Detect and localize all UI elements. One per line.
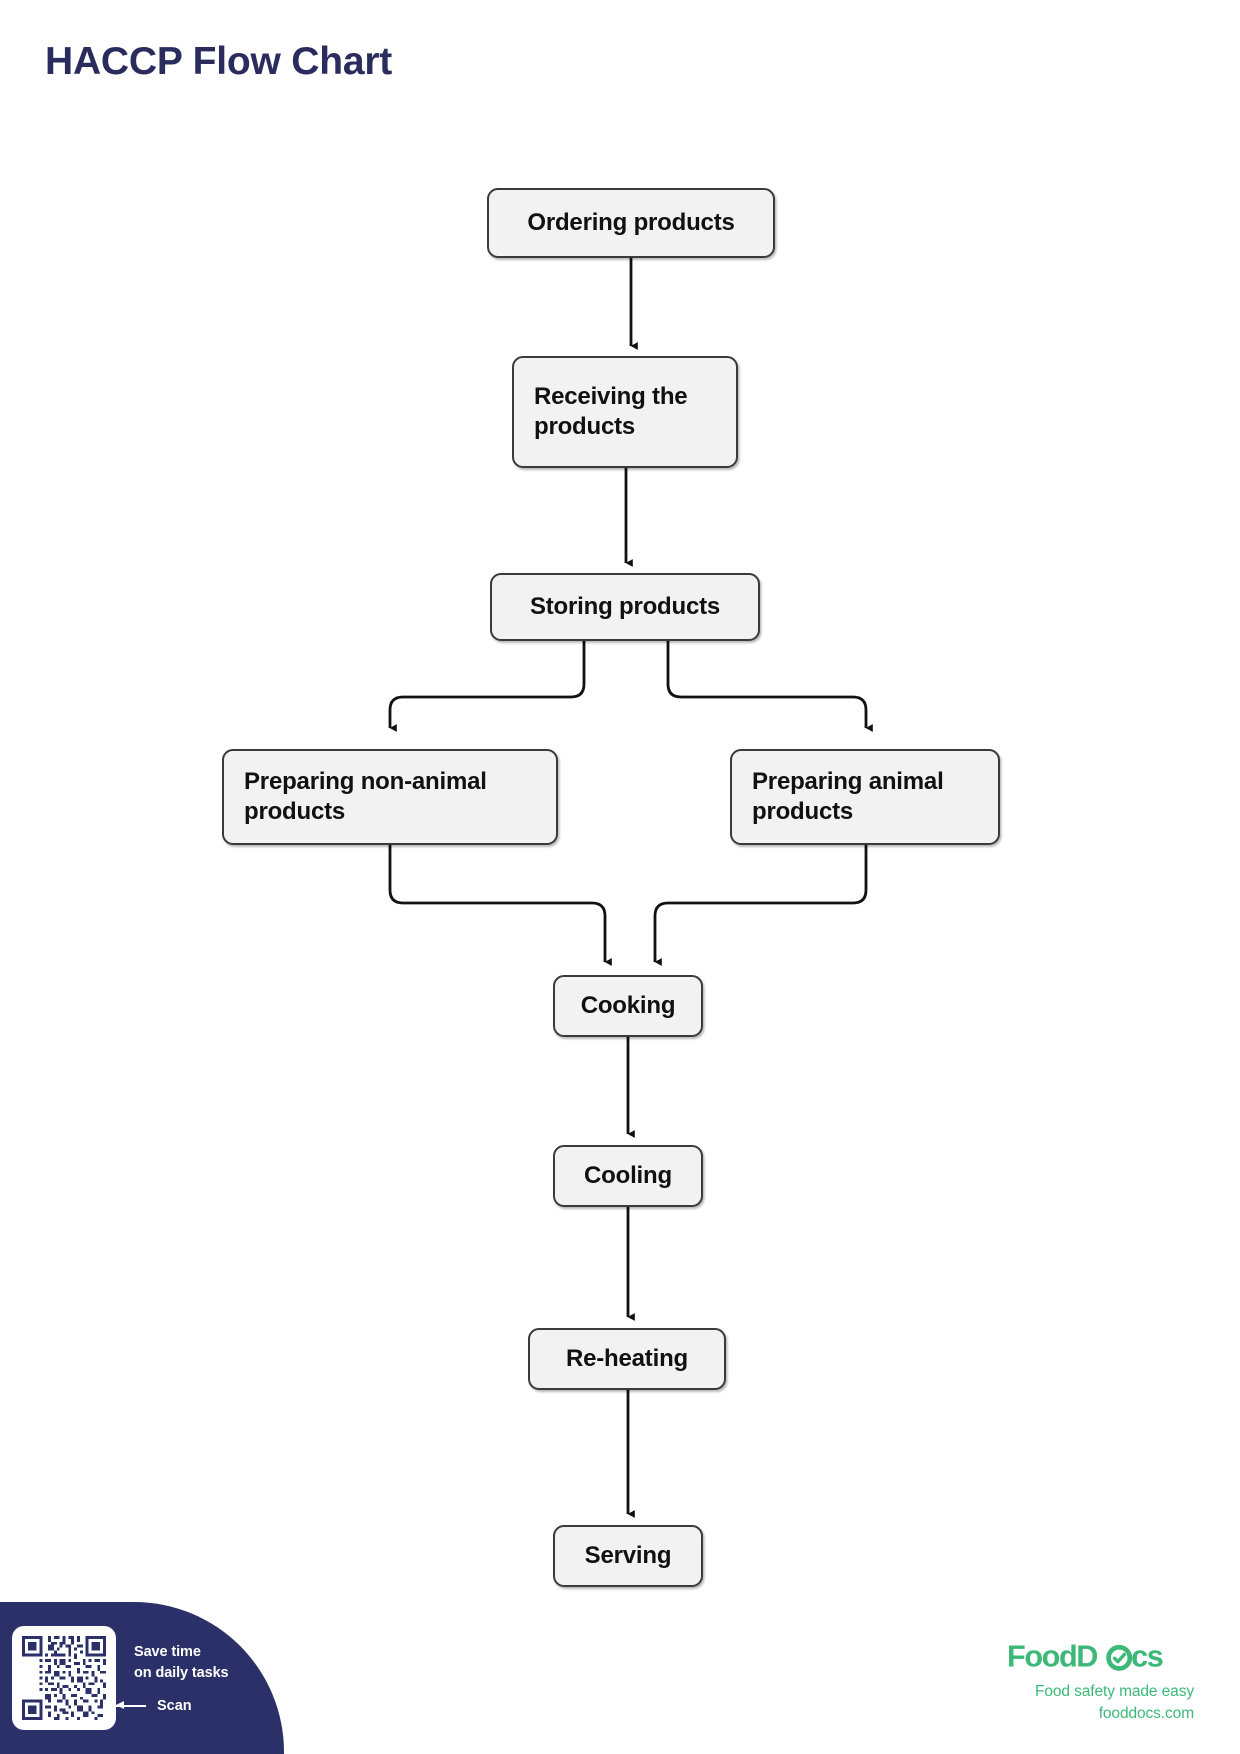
flow-node-label-line2: products — [244, 798, 346, 825]
edge-storing-prep-animal — [666, 641, 873, 732]
flowchart: Ordering products Receiving the products… — [222, 188, 1000, 1587]
flow-node-receiving-products[interactable]: Receiving the products — [512, 356, 738, 468]
qr-badge-line1: Save time — [134, 1644, 201, 1661]
flow-connectors — [388, 258, 873, 1518]
flow-node-preparing-non-animal-products[interactable]: Preparing non-animal products — [222, 749, 558, 845]
flow-node-label-line1: Preparing non-animal — [244, 768, 487, 795]
flow-node-label: Re-heating — [565, 1345, 688, 1372]
flow-node-cooling[interactable]: Cooling — [553, 1145, 703, 1207]
flow-node-label-line2: products — [752, 798, 854, 825]
qr-code-container[interactable] — [12, 1626, 116, 1730]
page-title: HACCP Flow Chart — [45, 40, 393, 83]
flow-node-label-line1: Preparing animal — [752, 768, 944, 795]
flow-node-ordering-products[interactable]: Ordering products — [487, 188, 775, 258]
arrow-left-icon — [116, 1701, 146, 1710]
flow-node-label: Serving — [584, 1542, 672, 1569]
svg-text:FoodD: FoodD — [1007, 1640, 1097, 1673]
brand-tagline: Food safety made easy — [1034, 1683, 1194, 1700]
flow-node-serving[interactable]: Serving — [553, 1525, 703, 1587]
brand-url[interactable]: fooddocs.com — [1098, 1705, 1194, 1722]
flow-node-label: Storing products — [529, 593, 721, 620]
flow-node-label-line1: Receiving the — [534, 383, 688, 410]
flow-node-label: Cooling — [584, 1162, 672, 1189]
qr-scan-label: Scan — [157, 1697, 192, 1714]
edge-storing-prep-nonanimal — [388, 641, 586, 732]
qr-scan-row: Scan — [116, 1698, 229, 1714]
fooddocs-logo-icon: FoodD cs — [1007, 1640, 1164, 1673]
qr-code-icon — [22, 1636, 106, 1720]
flow-node-storing-products[interactable]: Storing products — [490, 573, 760, 641]
qr-promo-badge[interactable]: Save time on daily tasks Scan — [0, 1602, 284, 1754]
flow-node-label: Cooking — [580, 992, 676, 1019]
qr-badge-line2: on daily tasks — [134, 1665, 229, 1681]
flow-node-preparing-animal-products[interactable]: Preparing animal products — [730, 749, 1000, 845]
qr-badge-text: Save time on daily tasks — [134, 1642, 229, 1683]
svg-text:cs: cs — [1131, 1640, 1163, 1673]
flow-node-label: Ordering products — [527, 209, 735, 236]
flow-node-label-line2: products — [534, 413, 636, 440]
brand-block: FoodD cs Food safety made easy fooddocs.… — [1007, 1640, 1194, 1723]
flow-node-re-heating[interactable]: Re-heating — [528, 1328, 726, 1390]
flow-node-cooking[interactable]: Cooking — [553, 975, 703, 1037]
edge-prep-animal-cooking — [653, 845, 868, 966]
edge-prep-nonanimal-cooking — [388, 845, 612, 966]
